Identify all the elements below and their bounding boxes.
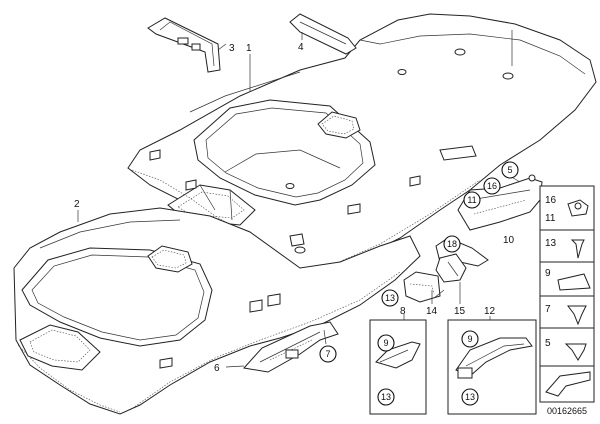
callout-7: 7	[325, 349, 330, 359]
legend-16: 16	[545, 195, 557, 206]
legend-labels: 16 11 13 9 7 5	[545, 195, 557, 349]
label-2: 2	[74, 199, 80, 210]
pad-icon	[557, 273, 591, 291]
label-15: 15	[454, 306, 466, 317]
label-12: 12	[484, 306, 496, 317]
label-10: 10	[503, 235, 515, 246]
legend-11: 11	[545, 213, 556, 224]
clip-hole-icon	[574, 202, 582, 210]
legend-9: 9	[545, 268, 551, 279]
circled-callouts: 5 16 11 18 13 7 9 9 13 13	[319, 161, 519, 406]
legend-5: 5	[545, 338, 551, 349]
reference-number: 00162665	[547, 406, 587, 416]
callout-13-box8: 13	[381, 392, 391, 402]
label-4: 4	[298, 42, 304, 53]
legend-13: 13	[545, 238, 557, 249]
handle-part-6	[243, 321, 339, 373]
callout-5: 5	[507, 165, 512, 175]
label-1: 1	[246, 43, 252, 54]
screw-icon	[570, 239, 585, 259]
plain-labels: 1 2 3 4 10 8 14 15 12 6	[74, 42, 515, 374]
label-14: 14	[426, 306, 438, 317]
callout-11: 11	[467, 195, 476, 205]
label-6: 6	[214, 363, 220, 374]
callout-9-box12: 9	[467, 334, 472, 344]
label-3: 3	[229, 43, 235, 54]
rivet-icon	[564, 343, 587, 361]
bracket-part-3	[147, 17, 221, 73]
expansion-rivet-icon	[567, 305, 587, 326]
callout-13-middle: 13	[385, 293, 395, 303]
legend-panel	[539, 185, 595, 403]
trim-strip-icon	[545, 371, 591, 397]
callout-9-box8: 9	[383, 338, 388, 348]
callout-13-box12: 13	[465, 392, 475, 402]
box-handle-12	[447, 319, 537, 415]
bracket-part-4	[289, 13, 357, 55]
headliner-lower	[13, 207, 421, 415]
legend-7: 7	[545, 304, 551, 315]
callout-18: 18	[447, 239, 457, 249]
callout-16: 16	[487, 181, 497, 191]
label-8: 8	[400, 306, 406, 317]
